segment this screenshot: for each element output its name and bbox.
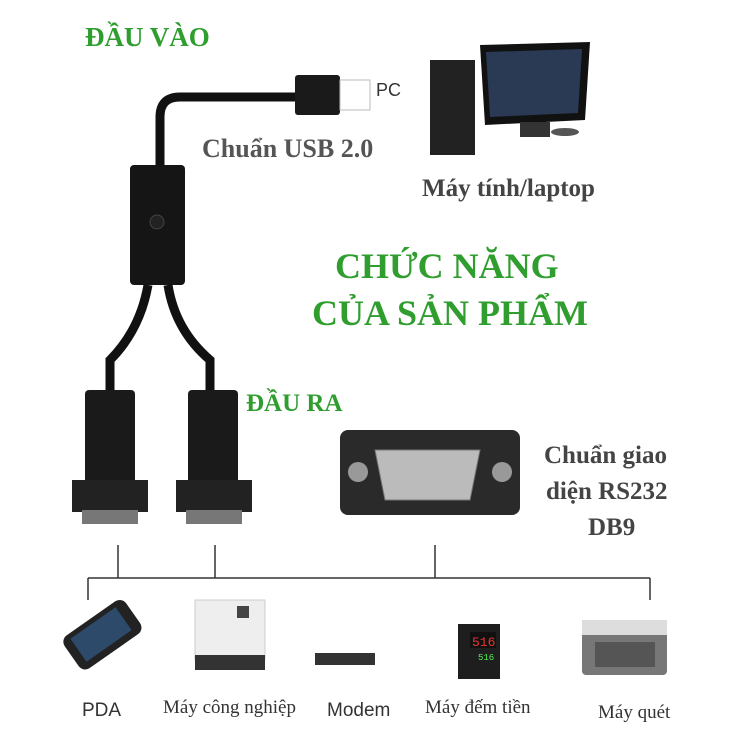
scanner-printer-image	[582, 620, 667, 675]
usb-to-dual-db9-cable	[72, 75, 371, 524]
device-label-money-counter: Máy đếm tiền	[425, 697, 531, 718]
pda-image	[63, 599, 142, 670]
db9-port-image	[340, 430, 520, 515]
device-label-scanner: Máy quét	[598, 702, 671, 723]
industrial-machine-image	[194, 599, 266, 670]
pc-label: PC	[376, 80, 402, 100]
title-line-1: CHỨC NĂNG	[335, 246, 559, 286]
computer-image	[430, 42, 590, 155]
usb-standard-label: Chuẩn USB 2.0	[202, 134, 374, 163]
money-counter-image: 516 516	[458, 624, 500, 679]
input-label: ĐẦU VÀO	[85, 22, 210, 52]
device-label-pda: PDA	[82, 700, 122, 721]
counter-display-top: 516	[472, 635, 495, 650]
interface-line-3: DB9	[588, 514, 636, 541]
interface-line-1: Chuẩn giao	[544, 442, 667, 469]
counter-display-bottom: 516	[478, 653, 494, 663]
modem-image	[315, 653, 375, 665]
device-label-industrial-machine: Máy công nghiệp	[163, 697, 296, 718]
title-line-2: CỦA SẢN PHẨM	[312, 293, 588, 333]
output-label: ĐẦU RA	[246, 390, 343, 417]
device-label-modem: Modem	[327, 700, 391, 721]
interface-line-2: diện RS232	[546, 478, 668, 505]
computer-label: Máy tính/laptop	[422, 175, 595, 202]
connection-lines	[87, 545, 651, 600]
